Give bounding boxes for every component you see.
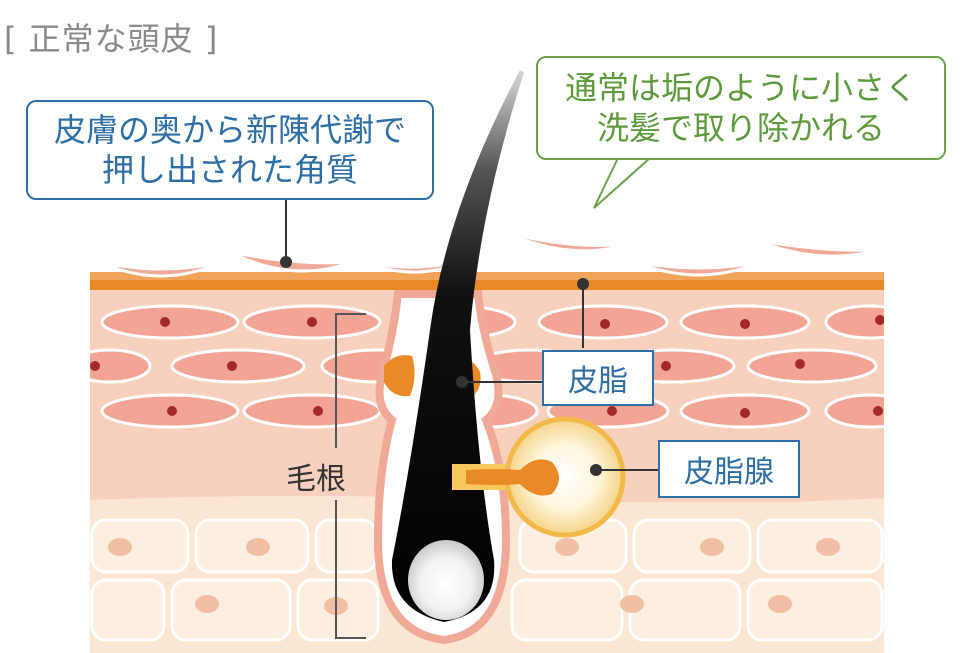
dead-skin-flakes <box>99 230 881 278</box>
sebaceous-gland-label: 皮脂腺 <box>658 440 800 498</box>
normal-removal-callout-line2: 洗髪で取り除かれる <box>596 109 885 147</box>
dead-skin-callout-line2: 押し出された角質 <box>101 151 358 189</box>
cell-nuclei <box>90 315 884 418</box>
gland-secretion <box>466 459 559 496</box>
normal-removal-callout-line1: 通常は垢のように小さく <box>564 69 917 107</box>
stratum-corneum-top <box>90 272 884 280</box>
dermis-nuclei <box>108 538 840 615</box>
dead-skin-callout-line1: 皮膚の奥から新陳代謝で <box>53 111 406 149</box>
dermis-cells <box>90 518 884 642</box>
dead-skin-callout: 皮膚の奥から新陳代謝で 押し出された角質 <box>26 100 434 200</box>
sebum-label: 皮脂 <box>542 350 654 406</box>
page-title: [ 正常な頭皮 ] <box>4 20 219 58</box>
green-callout-tail <box>593 157 653 209</box>
hair-bulb <box>408 540 484 620</box>
sebum-left <box>384 355 415 397</box>
normal-removal-callout: 通常は垢のように小さく 洗髪で取り除かれる <box>536 56 946 160</box>
hair-root-label: 毛根 <box>286 462 346 497</box>
hair-root-bracket <box>335 313 366 639</box>
leader-lines <box>280 200 658 476</box>
hair-shaft <box>391 70 524 622</box>
